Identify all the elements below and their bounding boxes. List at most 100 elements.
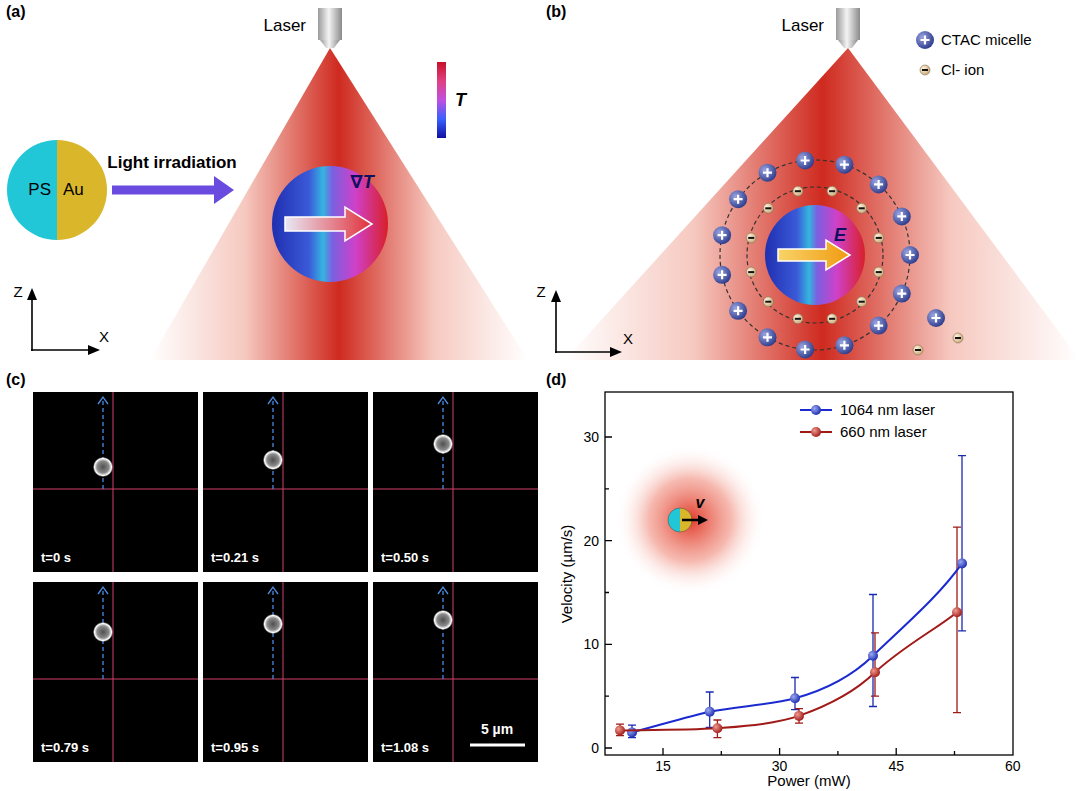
gradient-label: ∇T — [350, 172, 374, 193]
curve-1064 — [705, 707, 715, 717]
time-stamp: t=0.95 s — [211, 741, 259, 756]
time-stamp: t=0 s — [41, 551, 71, 566]
axes-a — [27, 288, 100, 355]
panel-letter: (a) — [6, 3, 26, 21]
microscope-frame: t=0.79 s — [33, 582, 198, 762]
chloride-ion — [746, 267, 756, 277]
polystyrene-half-shape — [7, 140, 57, 240]
curve-660 — [615, 607, 962, 735]
curve-1064 — [627, 727, 637, 737]
ctac-micelle — [893, 207, 911, 225]
time-stamp: t=0.79 s — [41, 741, 89, 756]
curve-660 — [615, 725, 625, 735]
scale-bar — [470, 745, 525, 746]
error-bar-660 — [953, 527, 961, 713]
curve-660 — [952, 607, 962, 617]
irradiation-arrow — [112, 176, 234, 204]
curve-1064 — [790, 693, 800, 703]
legend-sample — [916, 31, 934, 49]
axis-title: Power (mW) — [767, 772, 850, 789]
color-bar — [437, 62, 446, 138]
microscope-frame: t=0.50 s — [373, 392, 538, 572]
laser-label: Laser — [781, 16, 824, 36]
crosshair — [33, 392, 538, 572]
plot-frame — [605, 392, 1013, 755]
axis-title: Velocity (µm/s) — [558, 525, 575, 624]
janus-particle-image — [263, 614, 283, 634]
error-bar-1064 — [869, 595, 877, 707]
panel-letter: (c) — [6, 371, 26, 389]
scale-bar — [470, 744, 525, 747]
error-bar-660 — [795, 709, 803, 724]
curve-1064 — [627, 558, 967, 737]
chloride-ion — [746, 186, 963, 355]
tick-label: 10 — [583, 636, 599, 652]
ctac-micelle — [927, 309, 945, 327]
error-bar-660 — [871, 633, 879, 696]
microscope-frame — [33, 582, 198, 762]
curve-1064 — [957, 558, 967, 568]
axes-b — [551, 290, 561, 302]
legend-text: 1064 nm laser — [840, 401, 935, 418]
ctac-micelle — [729, 190, 747, 208]
trajectory-arrow — [98, 397, 448, 679]
ctac-micelle — [713, 226, 731, 244]
chloride-ion — [793, 314, 803, 324]
scale-label: 5 µm — [481, 721, 513, 737]
error-bar-660 — [616, 724, 624, 736]
chloride-ion — [953, 333, 963, 343]
arrow-label: Light irradiation — [107, 153, 236, 173]
legend-sample — [916, 31, 934, 75]
ctac-micelle — [713, 152, 945, 359]
charged-janus-sphere — [765, 205, 865, 305]
inset-janus — [698, 515, 708, 525]
ctac-micelle — [870, 317, 888, 335]
time-stamp: t=1.08 s — [381, 741, 429, 756]
tick-label: 30 — [583, 429, 599, 445]
axis-letter: Z — [13, 283, 22, 300]
curve-660 — [794, 711, 804, 721]
legend-line-sample — [811, 405, 821, 415]
error-bar-660 — [713, 720, 721, 738]
microscope-frame — [203, 582, 368, 762]
microscope-frame: t=0.21 s — [203, 392, 368, 572]
axis-letter: Z — [536, 283, 545, 300]
axis-letter: X — [623, 330, 633, 347]
panel-letter: (d) — [546, 371, 566, 389]
curve-1064 — [868, 651, 878, 661]
laser-cone-a — [150, 48, 528, 360]
crosshair — [33, 582, 538, 762]
error-bar-1064 — [706, 692, 714, 727]
chloride-ion — [793, 186, 803, 196]
error-bar-1064 — [628, 725, 636, 737]
polystyrene-half: PS — [7, 140, 57, 240]
inset-janus — [668, 508, 708, 532]
curve-660 — [620, 612, 957, 730]
double-layer-circle — [747, 187, 883, 323]
ctac-micelle — [835, 156, 853, 174]
axes-b — [555, 351, 612, 353]
ctac-micelle — [796, 341, 814, 359]
janus-particle-image — [93, 457, 113, 477]
microscope-frame — [373, 392, 538, 572]
legend-text: 660 nm laser — [840, 423, 927, 440]
axes-a — [31, 349, 90, 351]
tick-label: 20 — [583, 533, 599, 549]
panel-letter: (b) — [546, 3, 566, 21]
plot-frame — [663, 748, 955, 755]
microscope-frame: t=0 s — [33, 392, 198, 572]
axes-a — [88, 345, 100, 355]
irradiation-arrow — [214, 176, 234, 204]
plot-frame — [605, 392, 1013, 755]
velocity-symbol: v — [696, 494, 705, 512]
tick-label: 60 — [1005, 758, 1021, 774]
color-bar — [437, 62, 446, 138]
janus-particle-image — [263, 450, 283, 470]
material-label: PS — [28, 180, 51, 200]
double-layer-circle — [720, 160, 910, 350]
plot-frame — [605, 437, 612, 748]
ctac-micelle — [870, 175, 888, 193]
laser-cone-a — [150, 48, 528, 360]
